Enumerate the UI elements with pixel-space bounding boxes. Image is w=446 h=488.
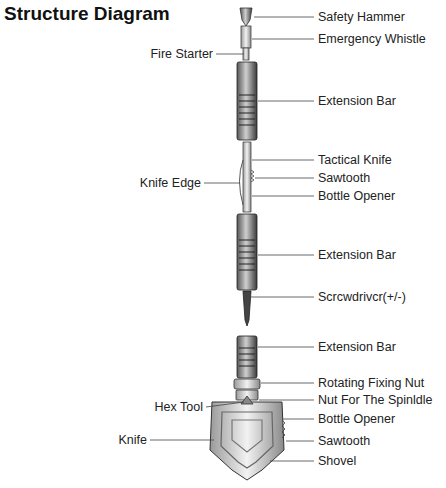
part-label: Hex Tool: [155, 400, 203, 415]
part-label: Knife: [119, 433, 148, 448]
part-label: Sawtooth: [318, 434, 370, 449]
part-label: Bottle Opener: [318, 189, 395, 204]
part-label: Scrcwdrivcr(+/-): [318, 290, 406, 305]
part-label: Extension Bar: [318, 94, 396, 109]
part-label: Bottle Opener: [318, 412, 395, 427]
part-label: Extension Bar: [318, 340, 396, 355]
part-label: Rotating Fixing Nut: [318, 376, 424, 391]
title: Structure Diagram: [4, 3, 170, 25]
part-label: Knife Edge: [140, 176, 201, 191]
part-label: Tactical Knife: [318, 153, 392, 168]
part-label: Extension Bar: [318, 248, 396, 263]
part-label: Safety Hammer: [318, 10, 405, 25]
part-label: Shovel: [318, 454, 356, 469]
part-label: Sawtooth: [318, 171, 370, 186]
part-label: Emergency Whistle: [318, 32, 426, 47]
part-label: Fire Starter: [150, 47, 213, 62]
part-label: Nut For The Spinldle: [318, 393, 432, 408]
